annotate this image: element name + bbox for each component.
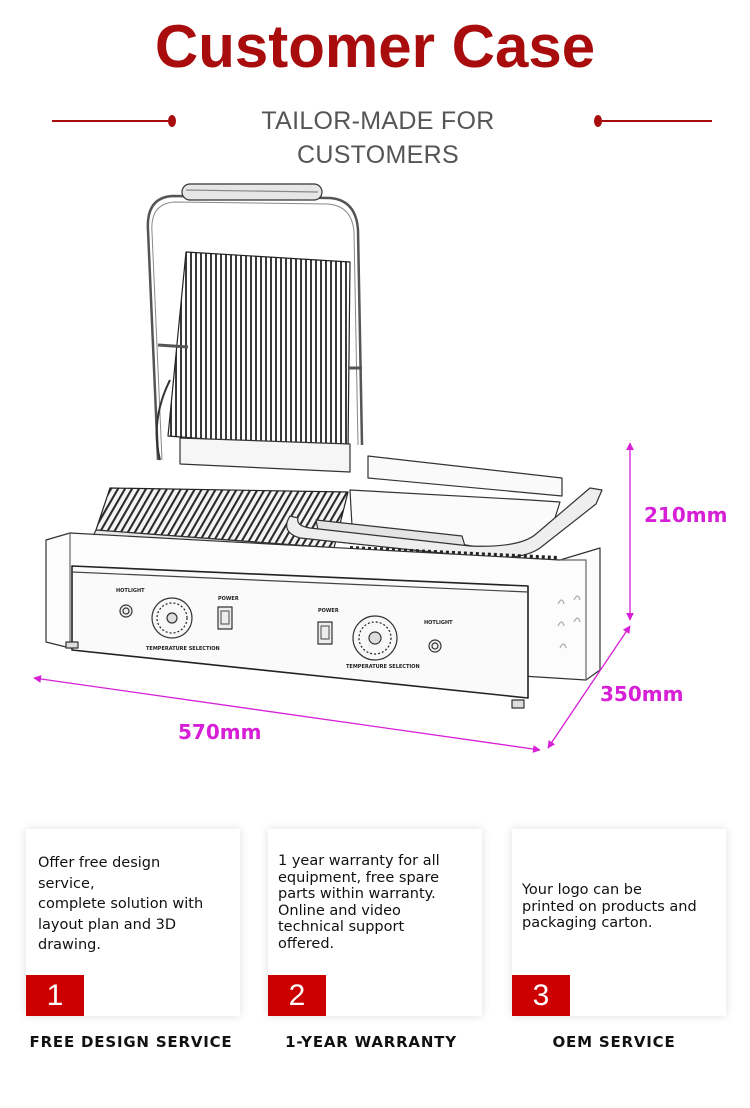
service-label-free-design: FREE DESIGN SERVICE: [29, 1033, 233, 1051]
service-card-free-design: Offer free design service, complete solu…: [26, 829, 240, 1016]
service-description: Your logo can be printed on products and…: [522, 882, 697, 931]
left-divider-dot: [168, 115, 176, 127]
height-dimension-label: 210mm: [644, 503, 728, 527]
width-dimension-label: 570mm: [178, 720, 262, 744]
product-illustration: HOTLIGHT POWER TEMPERATURE SELECTION POW…: [0, 160, 750, 780]
service-number-badge: 3: [512, 975, 570, 1016]
service-description: 1 year warranty for all equipment, free …: [278, 853, 440, 952]
service-number-badge: 1: [26, 975, 84, 1016]
service-label-oem: OEM SERVICE: [552, 1033, 676, 1051]
svg-text:TEMPERATURE SELECTION: TEMPERATURE SELECTION: [146, 646, 220, 652]
svg-text:HOTLIGHT: HOTLIGHT: [424, 620, 453, 626]
right-divider-line: [600, 120, 712, 122]
service-card-warranty: 1 year warranty for all equipment, free …: [268, 829, 482, 1016]
page-subtitle: TAILOR-MADE FOR CUSTOMERS: [261, 107, 495, 169]
right-divider-dot: [594, 115, 602, 127]
service-card-oem: Your logo can be printed on products and…: [512, 829, 726, 1016]
left-divider-line: [52, 120, 170, 122]
subtitle-row: TAILOR-MADE FOR CUSTOMERS: [0, 104, 750, 169]
page-title: Customer Case: [154, 13, 596, 80]
contact-grill-icon: HOTLIGHT POWER TEMPERATURE SELECTION POW…: [33, 183, 634, 753]
service-number-badge: 2: [268, 975, 326, 1016]
service-label-warranty: 1-YEAR WARRANTY: [285, 1033, 457, 1051]
svg-text:POWER: POWER: [318, 608, 339, 614]
svg-text:POWER: POWER: [218, 596, 239, 602]
svg-text:HOTLIGHT: HOTLIGHT: [116, 588, 145, 594]
depth-dimension-label: 350mm: [600, 682, 684, 706]
svg-text:TEMPERATURE SELECTION: TEMPERATURE SELECTION: [346, 664, 420, 670]
service-description: Offer free design service, complete solu…: [38, 855, 204, 953]
